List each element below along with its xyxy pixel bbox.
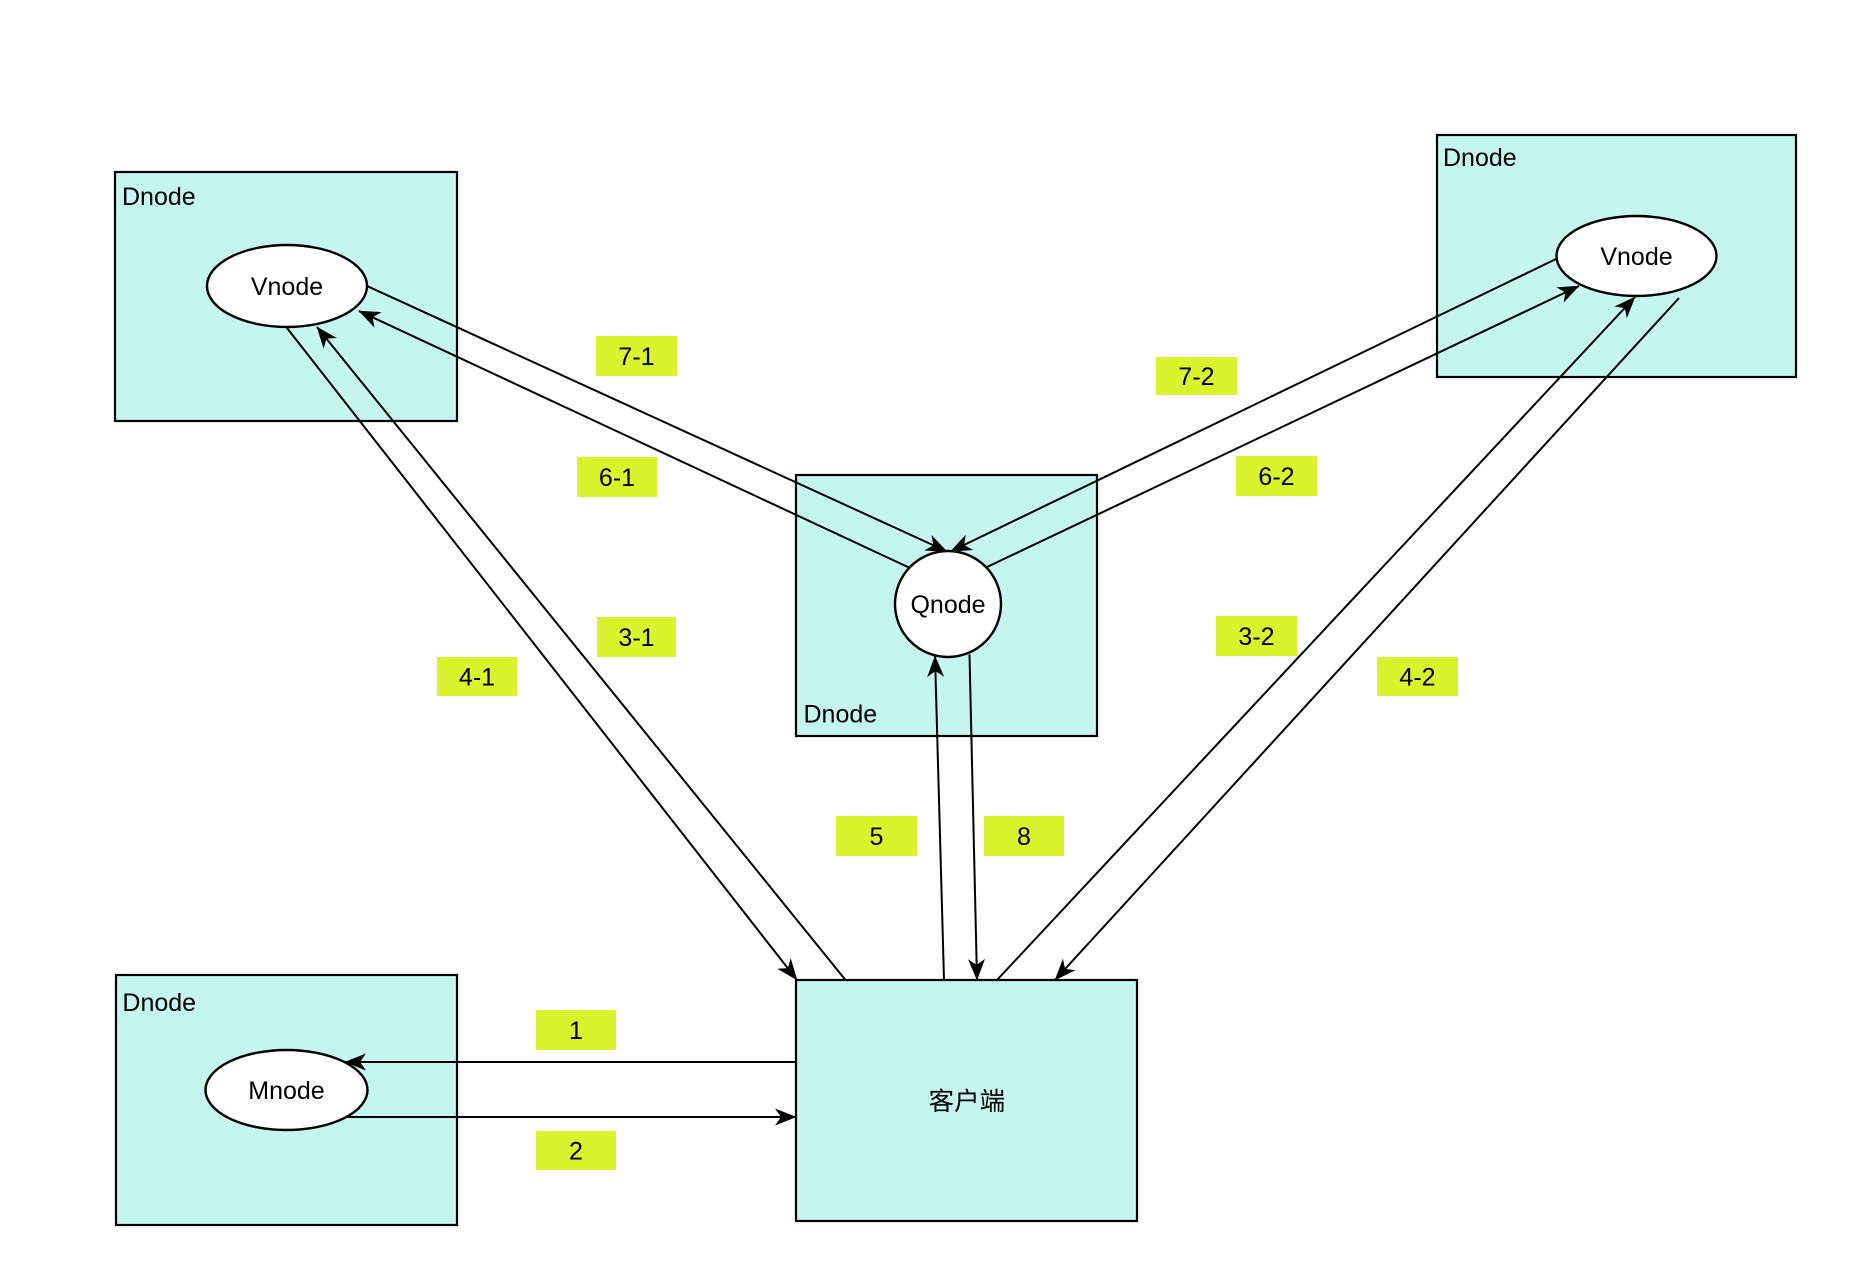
svg-text:Qnode: Qnode [910, 591, 985, 619]
svg-text:Dnode: Dnode [122, 183, 196, 211]
svg-text:Dnode: Dnode [1443, 144, 1517, 172]
svg-text:3-1: 3-1 [618, 624, 654, 652]
svg-text:4-1: 4-1 [459, 664, 495, 692]
svg-text:5: 5 [870, 823, 884, 851]
svg-text:4-2: 4-2 [1399, 664, 1435, 692]
svg-text:Dnode: Dnode [804, 701, 878, 729]
svg-text:1: 1 [569, 1017, 583, 1045]
svg-text:3-2: 3-2 [1238, 623, 1274, 651]
svg-text:6-2: 6-2 [1258, 463, 1294, 491]
svg-text:7-2: 7-2 [1178, 363, 1214, 391]
svg-text:Vnode: Vnode [1600, 243, 1672, 271]
svg-text:Mnode: Mnode [248, 1077, 324, 1105]
svg-text:Vnode: Vnode [251, 273, 323, 301]
svg-text:8: 8 [1017, 823, 1031, 851]
svg-text:7-1: 7-1 [618, 343, 654, 371]
svg-text:Dnode: Dnode [122, 989, 196, 1017]
svg-text:6-1: 6-1 [599, 464, 635, 492]
svg-text:2: 2 [569, 1138, 583, 1166]
